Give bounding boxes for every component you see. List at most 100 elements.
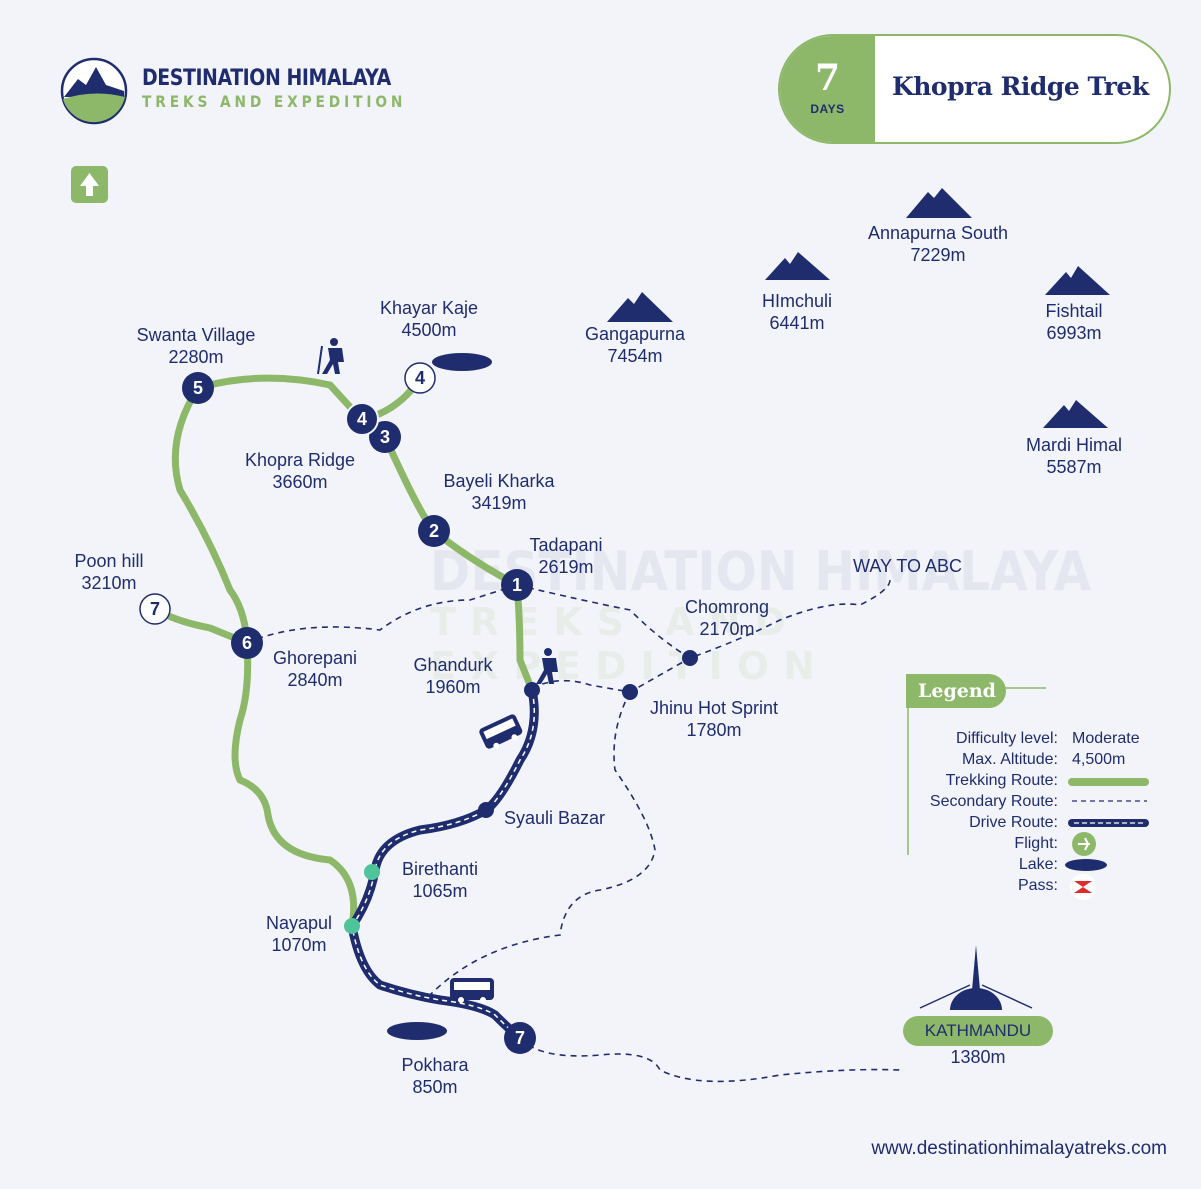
legend-secondary-label: Secondary Route: [929,793,1058,810]
peak-name: HImchuli [761,291,832,311]
place-altitude: 2170m [699,619,755,639]
place-altitude: 2840m [287,670,343,690]
stop-ghandruk [524,682,540,698]
peak-name: Annapurna South [867,223,1009,243]
legend-difficulty-value: Moderate [1072,730,1140,747]
svg-text:5: 5 [193,378,203,398]
svg-text:7: 7 [150,599,160,619]
mountain-peak-icon [1045,266,1110,295]
place-altitude: 3210m [81,573,137,593]
brand-logo [60,57,128,125]
svg-text:3: 3 [380,427,390,447]
svg-text:4: 4 [415,368,425,388]
lake-icon [432,353,492,371]
brand-name: DESTINATION HIMALAYA [142,66,391,91]
peak-name: Gangapurna [584,324,686,344]
place-name: Tadapani [529,535,603,555]
secondary-route-abc [516,579,891,659]
mountain-peak-icon [1043,400,1108,428]
place-altitude: 1065m [412,881,468,901]
place-name: Ghandurk [413,655,493,675]
stop-chomrong [682,650,698,666]
peak-altitude: 6993m [1046,323,1102,343]
day-marker: 6 [230,626,264,665]
website-link[interactable]: www.destinationhimalayatreks.com [871,1138,1167,1159]
place-altitude: 1780m [686,720,742,740]
lake-icon [1065,859,1107,871]
days-number: 7 [814,57,841,99]
secondary-route-ghandruk-jhinu [531,657,691,693]
mountain-peak-icons [607,188,1110,428]
day-marker: 3 [368,420,402,459]
legend-altitude-value: 4,500m [1072,751,1126,768]
hiker-icon [536,648,558,684]
svg-text:6: 6 [242,633,252,653]
place-label-syauli-bazar: Syauli Bazar [504,807,616,829]
bus-icon [450,978,494,1003]
stop-birethanti [364,864,380,880]
legend-flight-label: Flight: [1014,835,1058,852]
legend-title: Legend [906,674,1006,708]
bus-icon [479,714,523,749]
peak-altitude: 5587m [1046,457,1102,477]
place-altitude: 4500m [401,320,457,340]
place-altitude: 3660m [272,472,328,492]
trek-title: Khopra Ridge Trek [892,72,1149,101]
place-name: Nayapul [265,913,333,933]
place-name: Chomrong [684,597,770,617]
svg-text:1: 1 [512,575,522,595]
trek-title-badge: 7 DAYS Khopra Ridge Trek [778,34,1171,144]
day-marker: 4 [345,402,379,441]
days-label: DAYS [810,102,845,116]
mountain-peak-icon [906,188,972,218]
day-marker: 1 [500,568,534,607]
place-name: Khayar Kaje [379,298,479,318]
place-altitude: 850m [412,1077,458,1097]
kathmandu-altitude: 1380m [950,1047,1006,1067]
secondary-route-jhinu-pokhara [429,691,656,996]
place-name: Jhinu Hot Sprint [649,698,779,718]
hiker-icon [317,338,344,375]
place-name: Swanta Village [136,325,256,345]
watermark-text: DESTINATION HIMALAYA [430,540,1092,603]
day-marker-optional: 4 [403,361,437,400]
place-name: Bayeli Kharka [443,471,555,491]
stupa-icon [919,945,1033,1010]
stop-syauli-bazar [478,802,494,818]
brand-tagline: TREKS AND EXPEDITION [142,92,407,111]
peak-name: Fishtail [1045,301,1103,321]
watermark-tagline: TREKS AND EXPEDITION [430,600,829,688]
svg-text:7: 7 [515,1028,525,1048]
drive-route [347,685,539,1043]
legend-altitude-label: Max. Altitude: [961,751,1058,768]
days-box: 7 DAYS [780,36,875,142]
stop-nayapul [344,918,360,934]
lake-icon [387,1022,447,1040]
peak-altitude: 7454m [607,346,663,366]
way-to-abc-label: WAY TO ABC [853,556,963,576]
svg-text:2: 2 [429,521,439,541]
peak-name: Mardi Himal [1025,435,1122,455]
legend-drive-label: Drive Route: [969,814,1058,831]
place-label-kathmandu: KATHMANDU [903,1016,1053,1046]
place-name: Birethanti [401,859,479,879]
day-marker: 2 [417,514,451,553]
pass-icon [1070,874,1096,900]
secondary-route-pokhara-kathmandu [519,1037,901,1083]
place-altitude: 2280m [168,347,224,367]
place-name: Ghorepani [272,648,358,668]
